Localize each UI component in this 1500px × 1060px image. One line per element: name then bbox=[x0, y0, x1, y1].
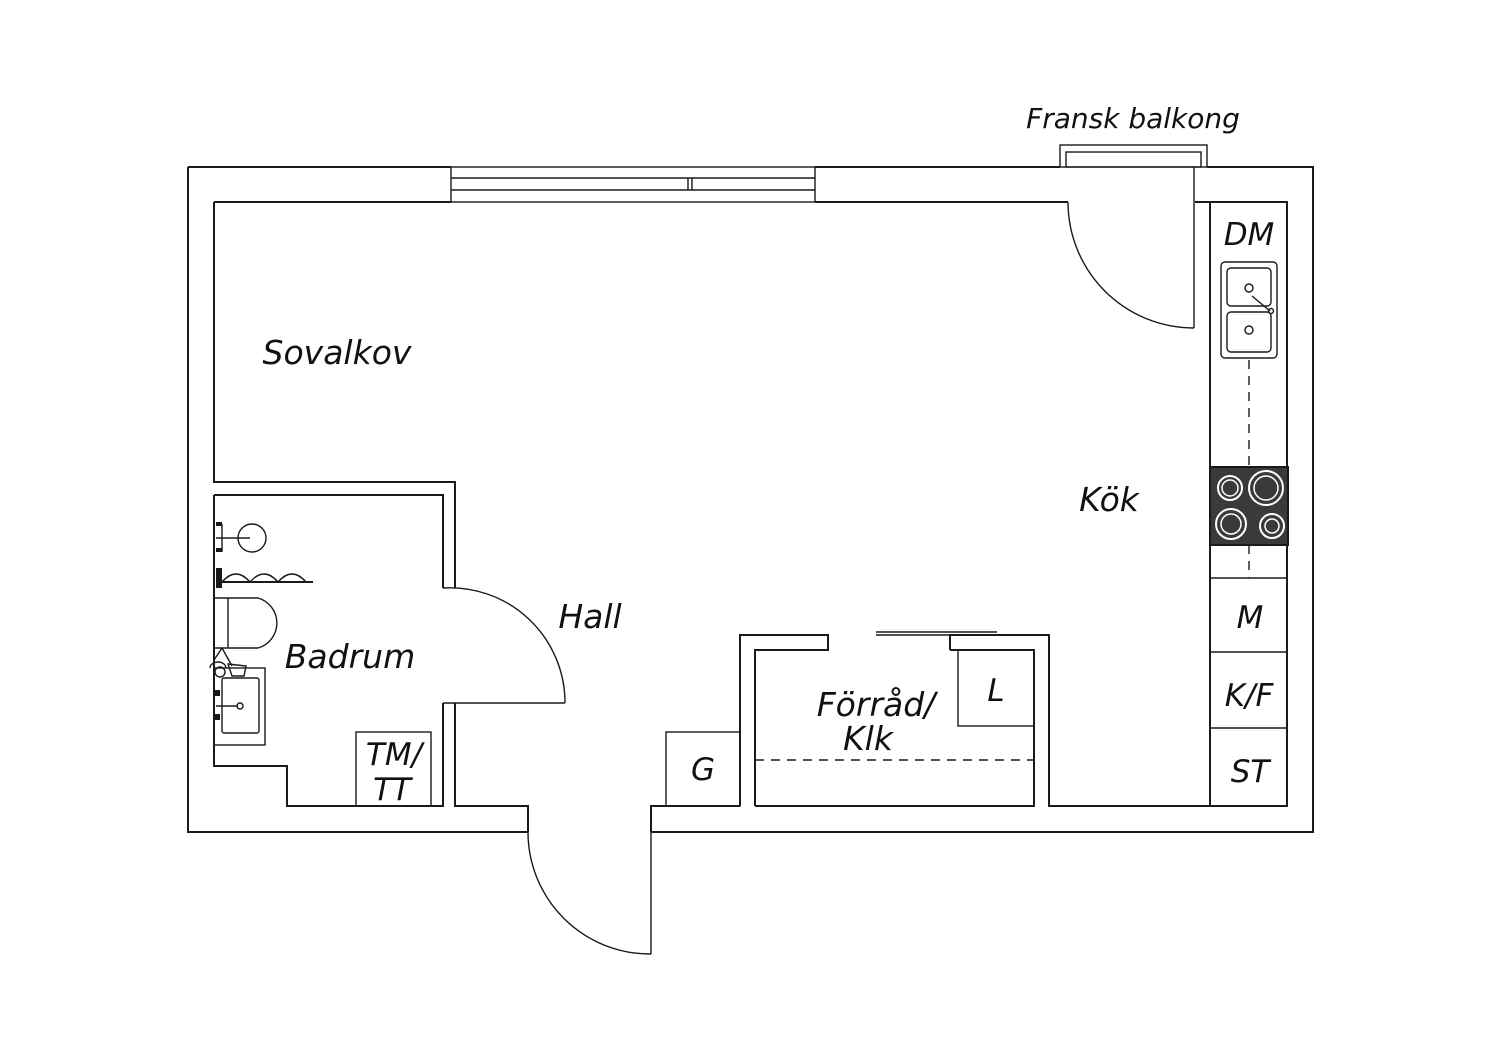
shower-icon bbox=[216, 522, 267, 553]
label-kf: K/F bbox=[1225, 678, 1275, 714]
label-tm: TM/ bbox=[366, 737, 426, 773]
stove-icon bbox=[1209, 466, 1289, 546]
room-label-forrad: Förråd/ bbox=[817, 685, 939, 724]
washer-dryer-icon bbox=[355, 731, 432, 807]
towel-heater-icon bbox=[216, 568, 313, 588]
french-balcony bbox=[1059, 144, 1208, 329]
room-label-badrum: Badrum bbox=[285, 637, 415, 676]
room-label-hall: Hall bbox=[558, 597, 621, 636]
room-label-kok: Kök bbox=[1079, 480, 1141, 519]
label-tt: TT bbox=[373, 772, 413, 808]
entrance-door bbox=[527, 831, 652, 955]
room-label-sovalkov: Sovalkov bbox=[263, 333, 412, 372]
window bbox=[450, 166, 816, 203]
room-label-klk: Klk bbox=[843, 719, 895, 758]
label-g: G bbox=[691, 752, 715, 788]
toilet-icon bbox=[214, 597, 278, 649]
sink-icon bbox=[1220, 261, 1278, 359]
outer-walls bbox=[187, 166, 1314, 833]
washbasin-icon bbox=[209, 647, 266, 746]
wardrobe-g-icon bbox=[650, 731, 741, 832]
label-st: ST bbox=[1231, 754, 1272, 790]
balcony-label: Fransk balkong bbox=[1026, 102, 1240, 135]
bathroom-door bbox=[442, 587, 566, 704]
label-m: M bbox=[1237, 600, 1264, 636]
label-dm: DM bbox=[1224, 217, 1275, 253]
storage-walls bbox=[739, 631, 1210, 807]
label-l: L bbox=[987, 673, 1004, 709]
